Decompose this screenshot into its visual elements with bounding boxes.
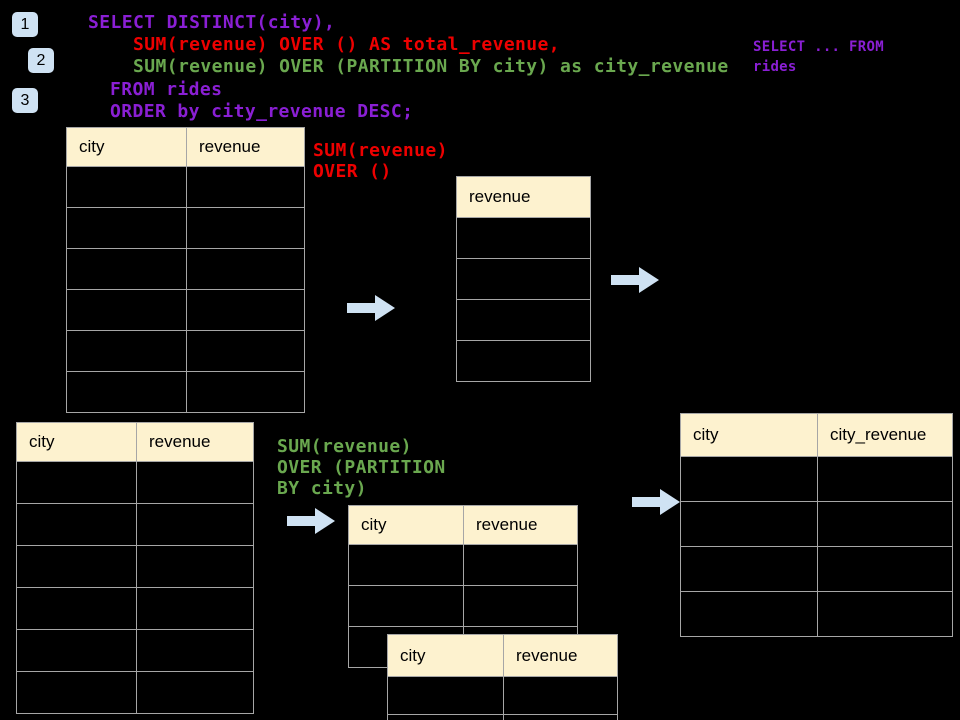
partition-table-overlap: city revenue (387, 634, 618, 720)
table-header-row: city city_revenue (680, 413, 953, 457)
column-header-revenue: revenue (503, 634, 618, 677)
table-row (680, 456, 953, 502)
column-header-city: city (66, 127, 187, 167)
column-header-revenue: revenue (136, 422, 254, 462)
column-header-revenue: revenue (456, 176, 591, 218)
arrow-right-icon (347, 295, 395, 321)
table-header-row: revenue (456, 176, 591, 218)
label-total-window-line2: OVER () (313, 161, 392, 182)
label-partition-window-line3: BY city) (277, 478, 367, 499)
table-row (348, 585, 578, 627)
table-row (16, 461, 254, 504)
sql-line-total-sum: SUM(revenue) OVER () AS total_revenue, (133, 34, 561, 55)
table-row (16, 629, 254, 672)
column-header-city: city (680, 413, 818, 457)
label-total-window-line1: SUM(revenue) (313, 140, 448, 161)
table-header-row: city revenue (387, 634, 618, 677)
source-table-bottom: city revenue (16, 422, 254, 714)
table-row (66, 207, 305, 249)
partition-table-mid: city revenue (348, 505, 578, 668)
source-table-top: city revenue (66, 127, 305, 413)
table-row (66, 248, 305, 290)
sql-line-partition-sum: SUM(revenue) OVER (PARTITION BY city) as… (133, 56, 729, 77)
table-header-row: city revenue (16, 422, 254, 462)
table-row (66, 371, 305, 413)
table-row (16, 671, 254, 714)
arrow-right-icon (632, 489, 680, 515)
column-header-city: city (348, 505, 464, 545)
table-row (16, 545, 254, 588)
column-header-city-revenue: city_revenue (817, 413, 953, 457)
table-row (680, 591, 953, 637)
step-badge-2-label: 2 (36, 51, 46, 69)
step-badge-1: 1 (12, 12, 38, 37)
sql-line-select: SELECT DISTINCT(city), (88, 12, 336, 33)
column-header-revenue: revenue (463, 505, 578, 545)
table-row (680, 546, 953, 592)
table-row (348, 544, 578, 586)
arrow-right-icon (611, 267, 659, 293)
table-row (456, 217, 591, 259)
column-header-revenue: revenue (186, 127, 305, 167)
column-header-city: city (16, 422, 137, 462)
arrow-right-icon (287, 508, 335, 534)
table-row (66, 330, 305, 372)
column-header-city: city (387, 634, 504, 677)
step-badge-1-label: 1 (20, 15, 30, 33)
table-header-row: city revenue (348, 505, 578, 545)
side-code-rides: rides (753, 59, 797, 75)
table-row (456, 258, 591, 300)
table-row (680, 501, 953, 547)
label-partition-window-line2: OVER (PARTITION (277, 457, 446, 478)
label-partition-window-line1: SUM(revenue) (277, 436, 412, 457)
step-badge-3: 3 (12, 88, 38, 113)
table-row (66, 289, 305, 331)
table-header-row: city revenue (66, 127, 305, 167)
table-row (16, 503, 254, 546)
city-revenue-result-table: city city_revenue (680, 413, 953, 637)
side-code-select-from: SELECT ... FROM (753, 39, 884, 55)
table-row (387, 676, 618, 715)
sql-line-order: ORDER by city_revenue DESC; (110, 101, 414, 122)
table-row (456, 299, 591, 341)
sql-line-from: FROM rides (110, 79, 223, 100)
table-row (456, 340, 591, 382)
table-row (387, 714, 618, 720)
table-row (66, 166, 305, 208)
total-revenue-table: revenue (456, 176, 591, 382)
step-badge-2: 2 (28, 48, 54, 73)
step-badge-3-label: 3 (20, 91, 30, 109)
table-row (16, 587, 254, 630)
